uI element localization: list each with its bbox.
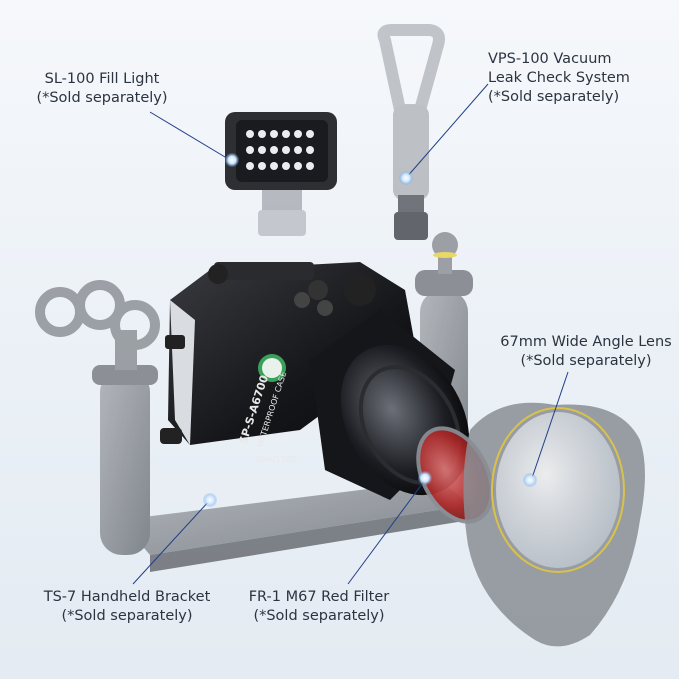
callout-lines [132, 83, 569, 585]
wide-angle-lens [463, 402, 645, 647]
fill-light [225, 112, 337, 236]
housing-depth-text: 40m/130ft [255, 455, 297, 464]
vps-name-line2: Leak Check System [488, 70, 630, 86]
vps-callout: VPS-100 Vacuum Leak Check System (*Sold … [488, 50, 648, 107]
fill-light-name: SL-100 Fill Light [44, 71, 160, 87]
bracket-marker [203, 493, 217, 507]
wide-lens-callout: 67mm Wide Angle Lens (*Sold separately) [500, 333, 672, 371]
fill-light-marker [225, 153, 239, 167]
vps-marker [399, 171, 413, 185]
filter-callout: FR-1 M67 Red Filter (*Sold separately) [240, 588, 398, 626]
wide-lens-marker [523, 473, 537, 487]
bracket-note: (*Sold separately) [61, 608, 193, 624]
vacuum-pump [377, 24, 445, 240]
fill-light-note: (*Sold separately) [36, 90, 168, 106]
filter-marker [418, 471, 432, 485]
wide-lens-name: 67mm Wide Angle Lens [500, 334, 672, 350]
bracket-callout: TS-7 Handheld Bracket (*Sold separately) [34, 588, 220, 626]
filter-name: FR-1 M67 Red Filter [248, 589, 390, 605]
vps-note: (*Sold separately) [488, 89, 620, 105]
wide-lens-note: (*Sold separately) [520, 353, 652, 369]
bracket-name: TS-7 Handheld Bracket [43, 589, 211, 605]
callout-markers [203, 153, 537, 507]
filter-note: (*Sold separately) [253, 608, 385, 624]
fill-light-callout: SL-100 Fill Light (*Sold separately) [22, 70, 182, 108]
vps-name-line1: VPS-100 Vacuum [488, 51, 612, 67]
